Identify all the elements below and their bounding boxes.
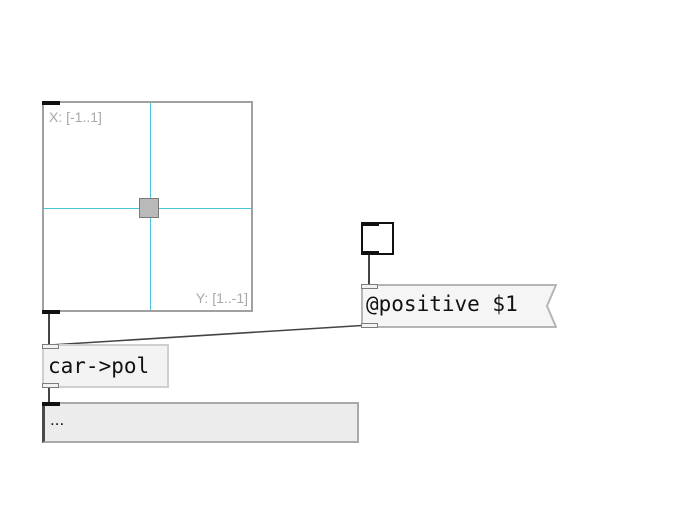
toggle-outlet[interactable] bbox=[361, 251, 379, 255]
output-display[interactable]: ... bbox=[42, 402, 359, 443]
xy-slider[interactable]: X: [-1..1] Y: [1..-1] bbox=[42, 101, 253, 312]
output-display-inlet[interactable] bbox=[42, 402, 60, 406]
message-box-outline bbox=[361, 284, 557, 328]
wire-msgbox-to-objbox bbox=[49, 324, 371, 346]
object-box[interactable]: car->pol bbox=[42, 344, 169, 388]
slider-knob[interactable] bbox=[139, 198, 159, 218]
object-box-inlet[interactable] bbox=[42, 344, 59, 349]
y-range-label: Y: [1..-1] bbox=[195, 290, 248, 306]
message-box[interactable]: @positive $1 bbox=[361, 284, 557, 328]
message-box-text: @positive $1 bbox=[366, 292, 518, 316]
slider-outlet[interactable] bbox=[42, 310, 60, 314]
object-box-text: car->pol bbox=[48, 354, 150, 378]
object-box-outlet[interactable] bbox=[42, 383, 59, 388]
slider-inlet[interactable] bbox=[42, 101, 60, 105]
x-range-label: X: [-1..1] bbox=[49, 109, 102, 125]
message-box-outlet[interactable] bbox=[361, 323, 378, 328]
message-box-inlet[interactable] bbox=[361, 284, 378, 289]
toggle-inlet[interactable] bbox=[361, 222, 379, 226]
output-display-text: ... bbox=[50, 410, 65, 429]
